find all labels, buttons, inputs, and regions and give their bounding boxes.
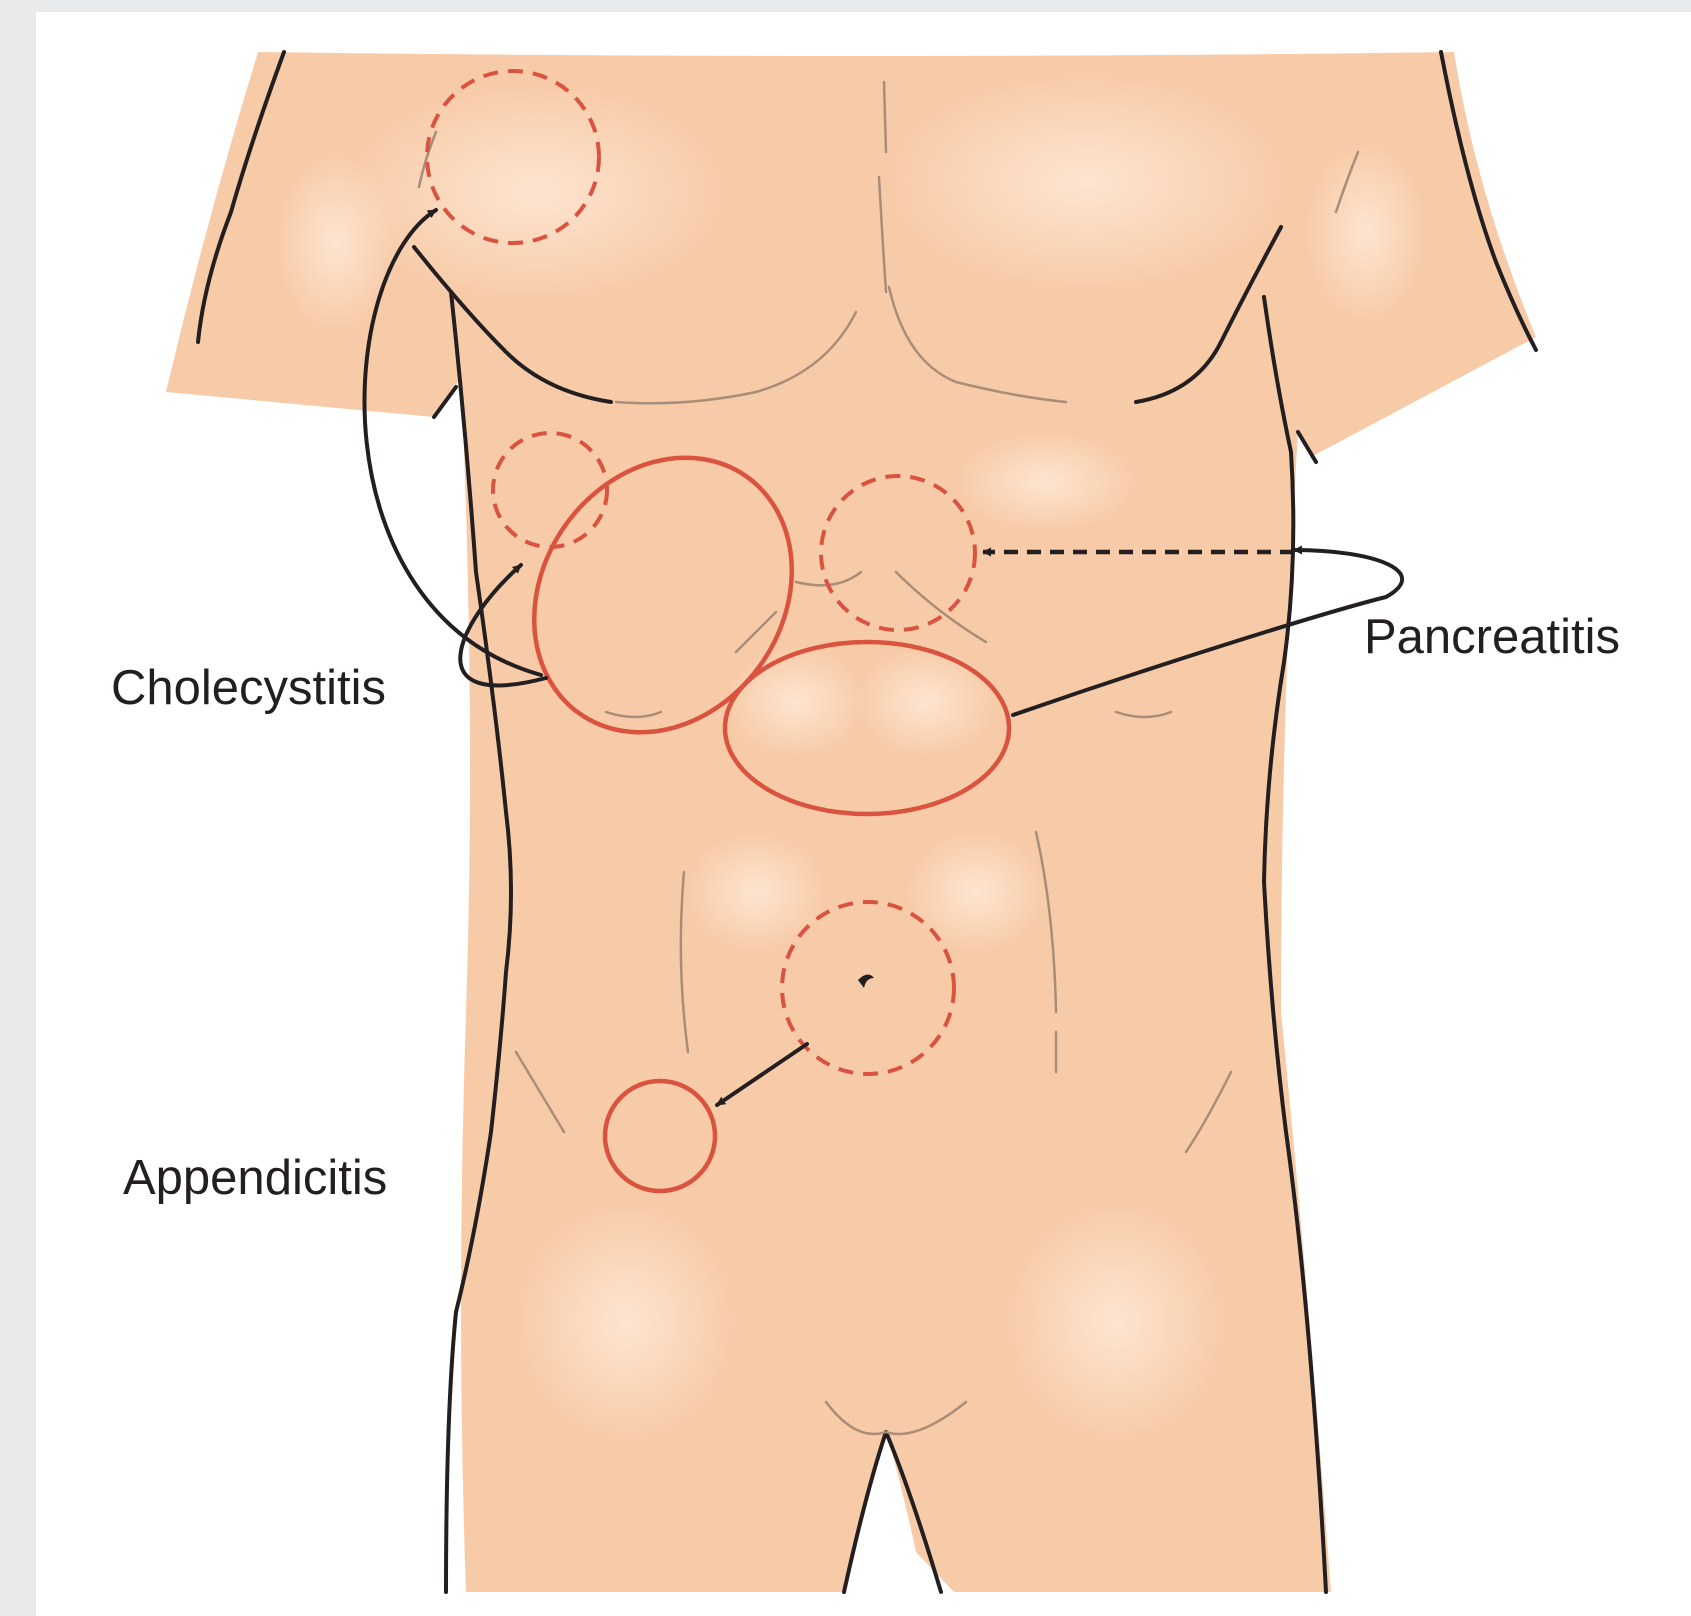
torso-pain-referral-diagram bbox=[36, 12, 1691, 1616]
cholecystitis-label: Cholecystitis bbox=[111, 664, 386, 713]
torso-icon bbox=[166, 52, 1536, 1592]
pancreatitis-label: Pancreatitis bbox=[1364, 613, 1620, 662]
figure-frame: Cholecystitis Pancreatitis Appendicitis bbox=[36, 12, 1691, 1616]
appendicitis-label: Appendicitis bbox=[123, 1154, 387, 1203]
